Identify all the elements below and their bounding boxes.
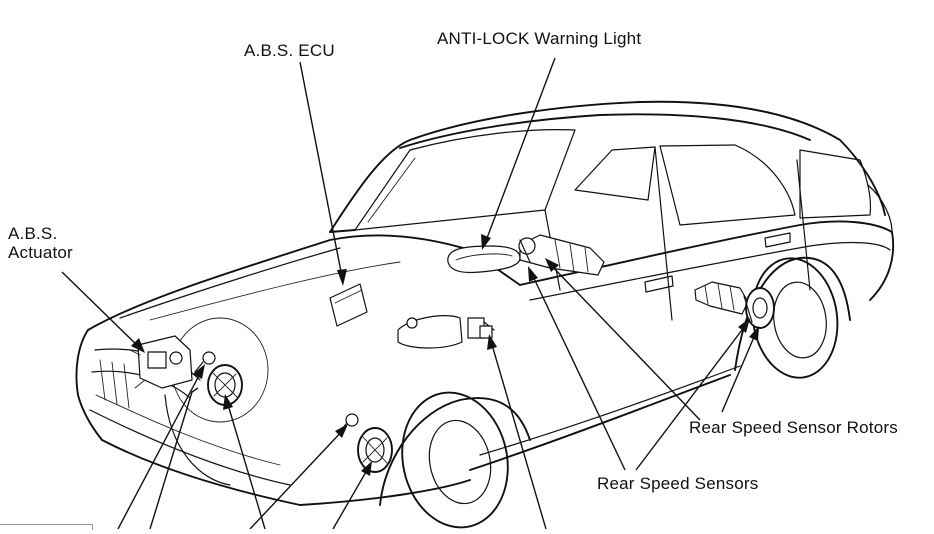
leader-lines xyxy=(61,57,759,530)
front-speed-sensor-right xyxy=(339,413,359,433)
front-speed-sensor-rotor-left xyxy=(207,364,243,406)
label-rear-speed-sensors: Rear Speed Sensors xyxy=(597,474,759,493)
abs-actuator xyxy=(129,335,193,389)
label-antilock-warning-light: ANTI-LOCK Warning Light xyxy=(437,29,642,48)
master-cylinder xyxy=(397,315,495,349)
antilock-warning-light xyxy=(447,245,521,274)
rear-axle-left xyxy=(518,234,605,276)
front-speed-sensor-left xyxy=(194,351,216,373)
frame-corner xyxy=(0,524,93,530)
label-abs-ecu: A.B.S. ECU xyxy=(244,41,335,60)
abs-ecu xyxy=(329,283,368,327)
label-abs-actuator-line2: Actuator xyxy=(8,243,73,262)
label-abs-actuator: A.B.S. Actuator xyxy=(8,224,73,262)
rear-axle-right xyxy=(694,281,775,329)
front-speed-sensor-rotor-right xyxy=(357,427,393,473)
label-abs-actuator-line1: A.B.S. xyxy=(8,224,58,243)
label-rear-speed-sensor-rotors: Rear Speed Sensor Rotors xyxy=(689,418,898,437)
